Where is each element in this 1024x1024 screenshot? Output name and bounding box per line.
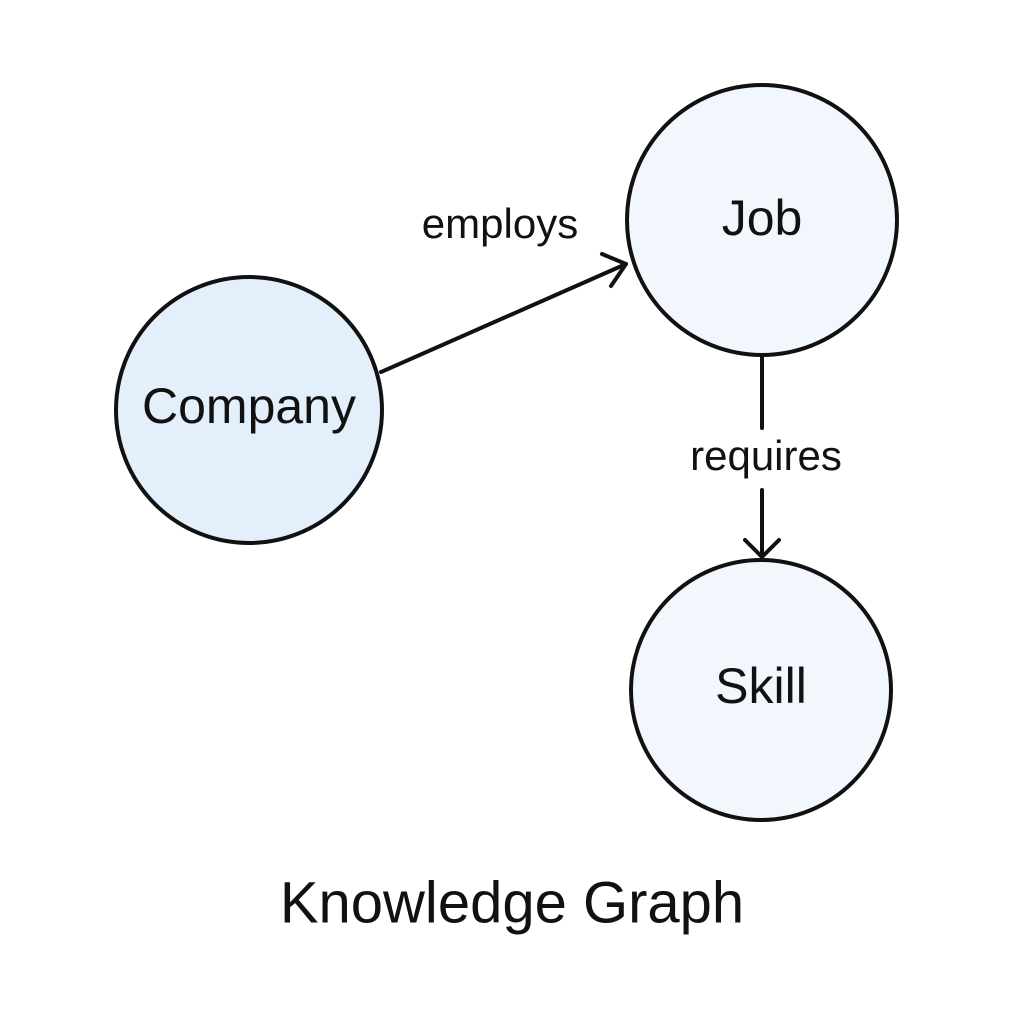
- edge-employs-line: [379, 262, 628, 374]
- node-company-label: Company: [142, 378, 356, 434]
- edge-employs-arrowhead: [600, 252, 628, 288]
- node-job[interactable]: Job: [625, 83, 899, 357]
- edge-employs-label: employs: [422, 200, 578, 247]
- edge-requires-arrowhead: [743, 538, 781, 559]
- node-skill-circle: [629, 558, 893, 822]
- node-job-circle: [625, 83, 899, 357]
- node-company[interactable]: Company: [114, 275, 384, 545]
- diagram-title: Knowledge Graph: [280, 870, 744, 935]
- edge-requires-label: requires: [690, 432, 842, 479]
- node-job-label: Job: [722, 190, 803, 246]
- node-skill-label: Skill: [715, 658, 807, 714]
- node-company-circle: [114, 275, 384, 545]
- edge-employs: employs: [379, 200, 628, 374]
- node-skill[interactable]: Skill: [629, 558, 893, 822]
- edge-requires: requires: [690, 354, 842, 559]
